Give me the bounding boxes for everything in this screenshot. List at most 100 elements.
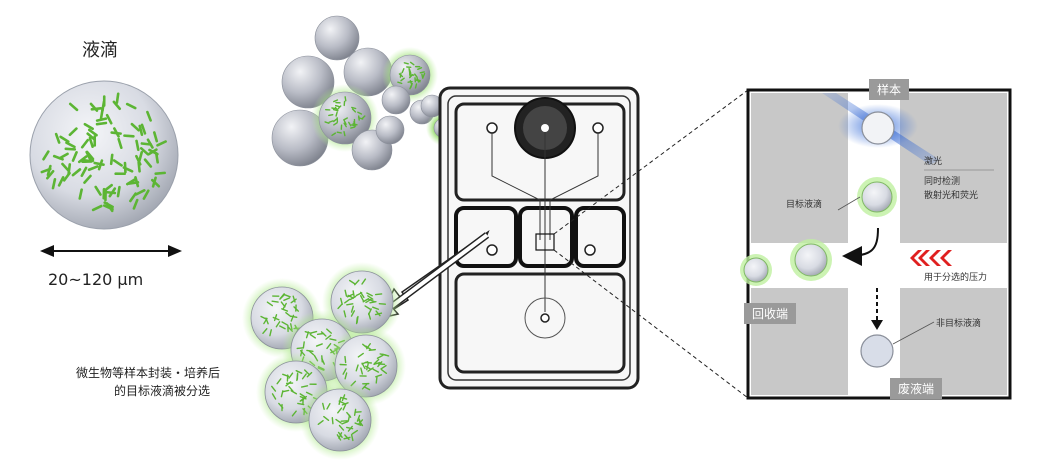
bacterium (331, 132, 337, 137)
bacterium (269, 329, 272, 337)
bacterium (67, 163, 72, 175)
bacterium (379, 353, 387, 356)
bacterium (348, 279, 356, 285)
bacterium (130, 122, 140, 132)
bacterium (380, 368, 388, 375)
bacterium (58, 152, 69, 160)
bacterium (375, 374, 383, 378)
bacterium (281, 321, 289, 326)
non-target-droplet-label: 非目标液滴 (936, 319, 982, 329)
bacterium (360, 367, 364, 375)
bacterium (328, 120, 334, 123)
bacterium (302, 341, 305, 349)
waste-outlet-label: 废液端 (890, 378, 943, 399)
stream-droplet (375, 115, 405, 145)
bacterium (343, 117, 348, 121)
bacterium (344, 298, 351, 304)
bacterium (326, 342, 332, 350)
bacterium (326, 328, 332, 334)
bacterium (301, 373, 307, 380)
bacterium (352, 290, 355, 298)
bacterium (296, 347, 304, 350)
droplet-size-label: 20~120 μm (48, 270, 144, 289)
bacterium (112, 159, 123, 167)
stream-droplet (318, 91, 372, 145)
bacterium (61, 162, 70, 172)
bacterium (417, 67, 423, 71)
bacterium (99, 108, 104, 120)
bacterium (143, 158, 153, 168)
bacterium (262, 328, 268, 334)
bacterium (350, 305, 354, 313)
bacterium (140, 123, 147, 135)
bacterium (308, 350, 315, 356)
bacterium (129, 192, 137, 203)
bacterium (103, 183, 113, 192)
bacterium (337, 105, 342, 110)
bacterium (297, 402, 305, 406)
bacterium (419, 71, 425, 74)
stream-droplet (314, 15, 360, 61)
bacterium (343, 310, 347, 318)
bacterium (373, 358, 380, 365)
bacterium (367, 295, 374, 300)
bacterium (282, 389, 290, 393)
bacterium (380, 364, 387, 370)
bacterium (364, 305, 371, 310)
bacterium (337, 303, 343, 310)
collection-outlet-label: 回收端 (744, 303, 797, 324)
bacterium (82, 159, 95, 163)
bacterium (280, 301, 286, 308)
sorted-droplets (242, 262, 406, 460)
bacterium (105, 202, 114, 213)
bacterium (272, 316, 280, 321)
bacterium (336, 434, 342, 441)
bacterium (410, 82, 413, 88)
bacterium (94, 185, 102, 196)
zoom-guide-top (553, 89, 749, 235)
bacterium (90, 107, 103, 111)
bacterium (59, 135, 70, 143)
bacterium (331, 417, 334, 425)
bacterium (290, 390, 298, 395)
bacterium (367, 367, 374, 372)
bacterium (68, 127, 78, 137)
bacterium (86, 132, 96, 141)
bacterium (139, 147, 150, 156)
bacterium (299, 396, 306, 402)
bacterium (336, 131, 342, 134)
bacterium (331, 107, 337, 110)
bacterium (364, 361, 373, 364)
bacterium (368, 298, 376, 303)
bacterium (399, 72, 402, 78)
bacterium (71, 151, 78, 162)
bacterium (117, 137, 123, 150)
sample-inlet-label: 样本 (869, 79, 910, 100)
bacterium (368, 348, 376, 352)
bacterium (299, 393, 306, 398)
sorting-junction-zoom (740, 88, 1012, 400)
bacterium (315, 343, 323, 347)
bacterium (343, 131, 346, 137)
bacterium (362, 298, 370, 303)
bacterium (123, 134, 135, 138)
bacterium (135, 139, 140, 152)
bacterium (305, 331, 310, 339)
bacterium (352, 123, 358, 126)
bacterium (57, 176, 65, 187)
bacterium (344, 355, 347, 364)
bacterium (310, 330, 318, 334)
bacterium (357, 111, 363, 115)
bacterium (376, 354, 384, 359)
bacterium (351, 429, 359, 435)
bacterium (87, 165, 99, 172)
zoom-guide-bottom (553, 249, 749, 399)
bacterium (342, 368, 347, 375)
caption-line-1: 微生物等样本封装・培养后 (76, 366, 221, 380)
bacterium (68, 102, 79, 112)
bacterium (132, 198, 139, 210)
bacterium (329, 338, 337, 341)
bacterium (400, 77, 405, 82)
